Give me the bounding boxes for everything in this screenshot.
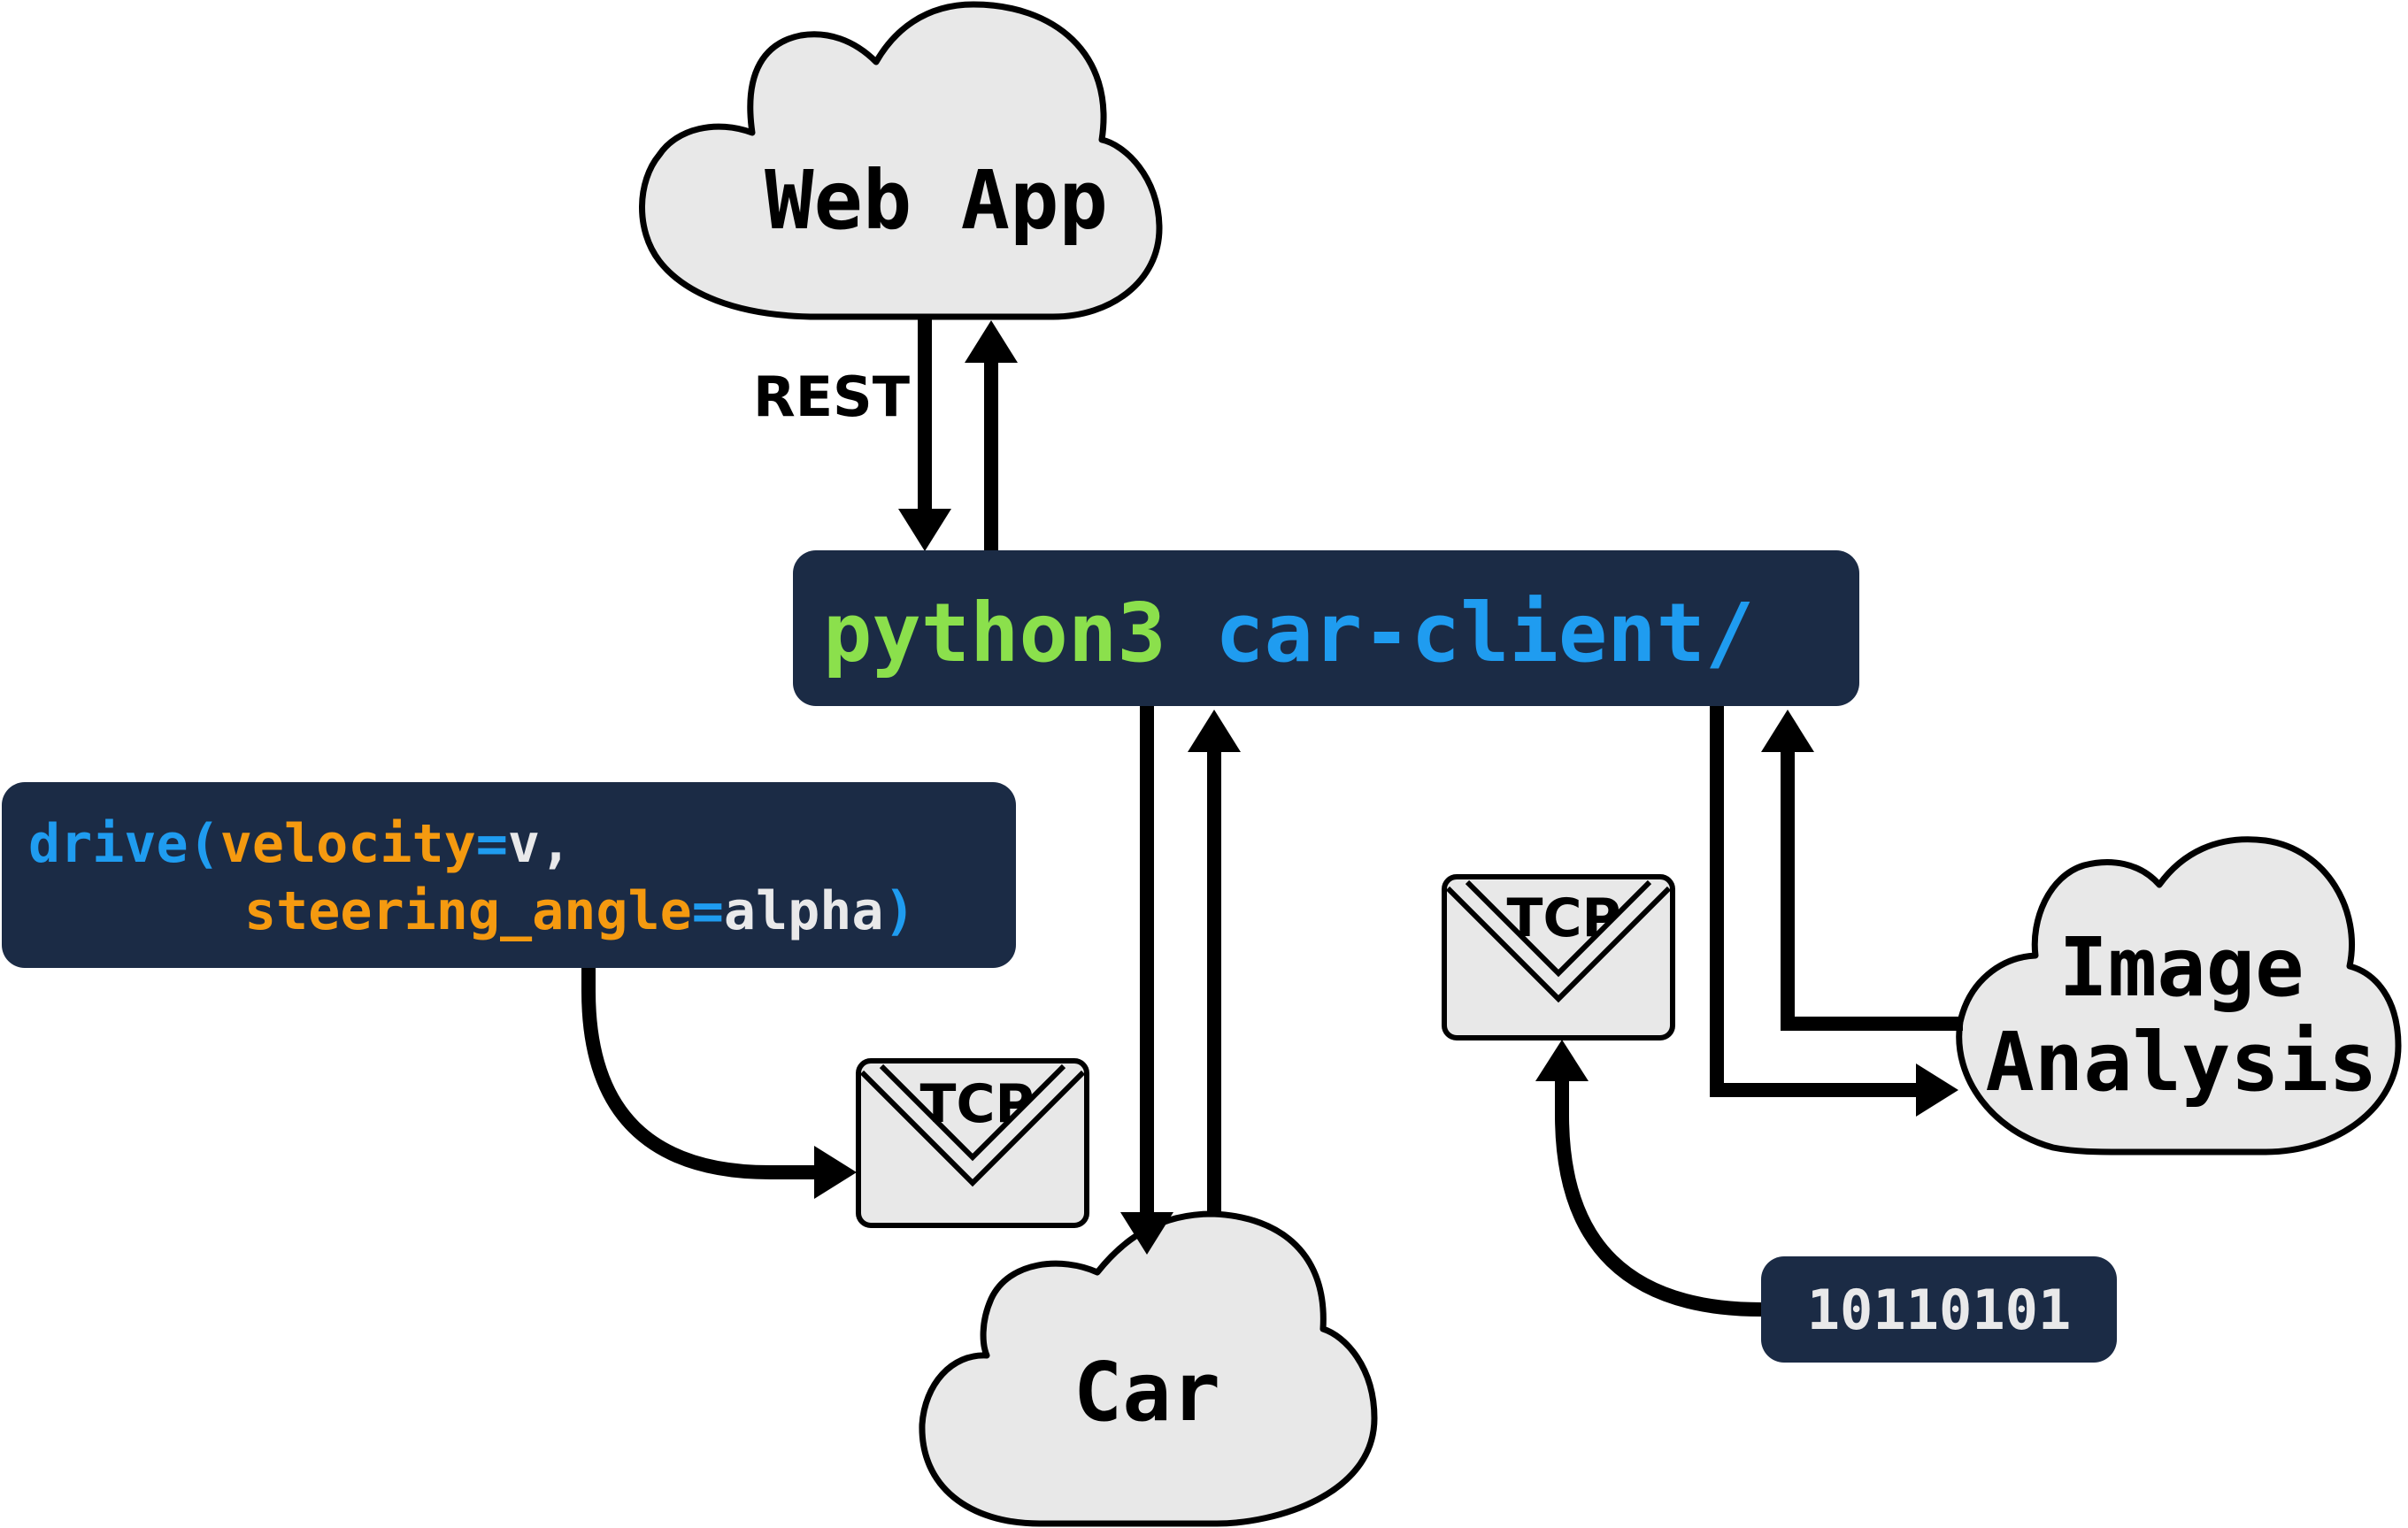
image-analysis-label-line2: Analysis (1985, 1015, 2377, 1110)
rest-request-arrow (898, 317, 951, 551)
binary-data-value: 10110101 (1807, 1278, 2072, 1342)
rest-label: REST (753, 365, 910, 429)
web-app-node: Web App (639, 1, 1163, 320)
rest-response-arrow (965, 320, 1018, 551)
image-analysis-label-line1: Image (2059, 920, 2304, 1015)
car-to-client-arrow (1188, 710, 1241, 1217)
car-client-command: python3 car-client/ (823, 586, 1754, 680)
bits-to-envelope-arrow (1535, 1040, 1762, 1317)
client-to-image-analysis-arrow (1710, 706, 1958, 1117)
image-analysis-node: Image Analysis (1956, 836, 2402, 1156)
image-analysis-to-client-arrow (1761, 710, 1963, 1031)
drive-to-envelope-arrow (581, 967, 857, 1199)
car-client-box: python3 car-client/ (793, 550, 1859, 706)
python3-command: python3 (823, 586, 1166, 680)
web-app-label: Web App (765, 153, 1108, 248)
client-to-car-arrow (1120, 706, 1173, 1255)
car-cloud (919, 1210, 1378, 1527)
tcp-envelope-drive: TCP (856, 1058, 1089, 1228)
car-node: Car (919, 1210, 1378, 1527)
tcp-envelope-bits: TCP (1442, 874, 1675, 1040)
car-client-path: car-client/ (1215, 586, 1754, 680)
drive-call-line2: steering_angle=alpha) (244, 880, 916, 942)
image-analysis-cloud (1956, 836, 2402, 1156)
drive-call-line1: drive(velocity=v, (28, 813, 572, 875)
binary-data-box: 10110101 (1761, 1256, 2117, 1363)
tcp-label: TCP (1507, 887, 1621, 949)
car-label: Car (1073, 1345, 1220, 1440)
tcp-label: TCP (920, 1073, 1035, 1135)
drive-call-box: drive(velocity=v, steering_angle=alpha) (2, 782, 1016, 968)
web-app-cloud (639, 1, 1163, 320)
